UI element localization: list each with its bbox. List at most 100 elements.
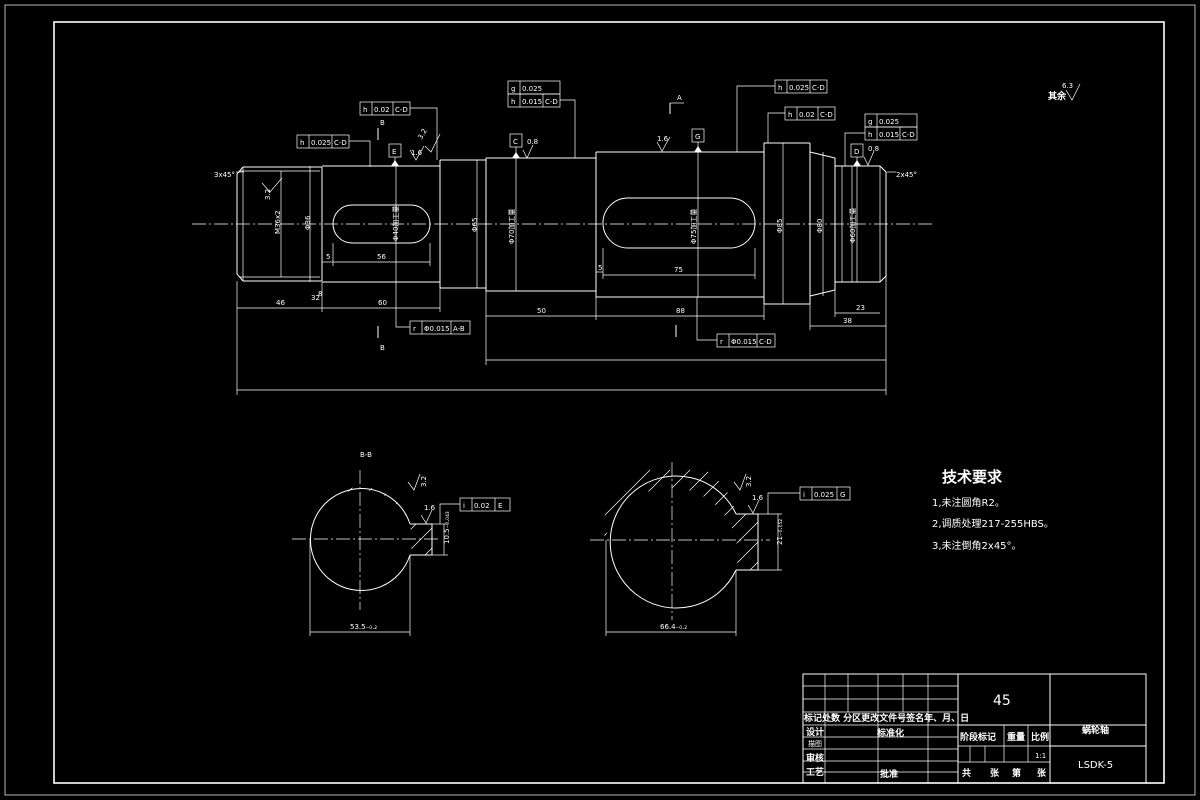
chamfer-left: 3x45° bbox=[214, 171, 244, 179]
svg-text:r: r bbox=[720, 338, 723, 346]
svg-text:32: 32 bbox=[311, 294, 320, 302]
svg-text:G: G bbox=[695, 133, 700, 141]
svg-text:Φ40加工量: Φ40加工量 bbox=[391, 206, 400, 241]
svg-text:标记处数 分区更改文件号签名年、月、日: 标记处数 分区更改文件号签名年、月、日 bbox=[803, 712, 969, 724]
svg-text:3.2: 3.2 bbox=[416, 127, 428, 141]
chamfer-right: 2x45° bbox=[887, 171, 917, 179]
gdt-frame-1: h 0.025 C-D bbox=[296, 134, 371, 167]
svg-text:0.02: 0.02 bbox=[374, 106, 390, 114]
svg-text:Φ60加工量: Φ60加工量 bbox=[848, 208, 857, 243]
datum-g: G bbox=[691, 128, 705, 152]
technical-requirements: 技术要求 1,未注圆角R2。 2,调质处理217-255HBS。 3,未注倒角2… bbox=[932, 468, 1054, 552]
svg-text:C-D: C-D bbox=[395, 106, 408, 114]
svg-text:重量: 重量 bbox=[1007, 731, 1025, 743]
svg-text:i: i bbox=[463, 502, 465, 510]
svg-text:3,未注倒角2x45°。: 3,未注倒角2x45°。 bbox=[932, 539, 1022, 552]
svg-text:C-D: C-D bbox=[545, 98, 558, 106]
svg-text:比例: 比例 bbox=[1031, 731, 1049, 743]
svg-text:工艺: 工艺 bbox=[806, 766, 824, 778]
svg-text:Φ36: Φ36 bbox=[304, 215, 312, 230]
svg-text:1.6: 1.6 bbox=[752, 494, 764, 502]
svg-text:45: 45 bbox=[993, 693, 1011, 709]
svg-text:蜗轮轴: 蜗轮轴 bbox=[1082, 724, 1109, 736]
section-view-aa: 66.4₋₀.₂ 21₋₀.₀₅₂ 3.2 1.6 i 0.025 G bbox=[590, 462, 851, 636]
svg-text:56: 56 bbox=[377, 253, 386, 261]
svg-text:Φ0.015: Φ0.015 bbox=[424, 325, 450, 333]
svg-text:Φ70加工量: Φ70加工量 bbox=[507, 209, 516, 244]
svg-text:0.025: 0.025 bbox=[311, 139, 331, 147]
section-b-marker: B B bbox=[377, 119, 385, 352]
svg-text:0.02: 0.02 bbox=[799, 111, 815, 119]
section-a-marker: A bbox=[669, 94, 684, 337]
svg-text:60: 60 bbox=[378, 299, 387, 307]
svg-text:Φ80: Φ80 bbox=[816, 219, 824, 233]
gdt-frame-9: r Φ0.015 A-B bbox=[395, 282, 471, 335]
svg-text:46: 46 bbox=[276, 299, 285, 307]
section-view-bb: B-B 53.5₋₀ bbox=[292, 451, 511, 636]
datum-d: D bbox=[850, 143, 864, 166]
svg-text:第: 第 bbox=[1012, 767, 1021, 779]
svg-text:B-B: B-B bbox=[360, 451, 372, 459]
svg-text:C: C bbox=[513, 138, 518, 146]
svg-text:其余: 其余 bbox=[1048, 90, 1067, 102]
svg-text:技术要求: 技术要求 bbox=[942, 468, 1003, 486]
gdt-frame-7: g 0.025 bbox=[864, 113, 918, 128]
svg-text:h: h bbox=[363, 106, 367, 114]
svg-text:0.015: 0.015 bbox=[879, 131, 899, 139]
svg-text:g: g bbox=[511, 85, 515, 93]
datum-e: E bbox=[388, 143, 402, 166]
svg-text:0.015: 0.015 bbox=[522, 98, 542, 106]
svg-text:5: 5 bbox=[326, 253, 330, 261]
svg-text:C-D: C-D bbox=[820, 111, 833, 119]
svg-text:1,未注圆角R2。: 1,未注圆角R2。 bbox=[932, 496, 1005, 509]
svg-text:0.025: 0.025 bbox=[789, 84, 809, 92]
svg-text:M36x2: M36x2 bbox=[274, 210, 282, 234]
gdt-frame-10: r Φ0.015 C-D bbox=[696, 297, 776, 348]
svg-text:h: h bbox=[511, 98, 515, 106]
svg-text:5: 5 bbox=[598, 264, 602, 272]
svg-text:审核: 审核 bbox=[806, 752, 824, 764]
svg-text:标准化: 标准化 bbox=[876, 727, 904, 739]
svg-text:A-B: A-B bbox=[453, 325, 465, 333]
svg-text:E: E bbox=[498, 502, 502, 510]
gdt-frame-2: h 0.02 C-D bbox=[359, 101, 438, 160]
svg-text:23: 23 bbox=[856, 304, 865, 312]
svg-text:Φ65: Φ65 bbox=[471, 218, 479, 232]
svg-text:0.025: 0.025 bbox=[522, 85, 542, 93]
inner-frame bbox=[53, 21, 1165, 784]
outer-border bbox=[4, 4, 1196, 796]
gdt-frame-8: h 0.015 C-D bbox=[844, 126, 918, 166]
svg-text:66.4₋₀.₂: 66.4₋₀.₂ bbox=[660, 623, 687, 631]
datum-c: C bbox=[509, 133, 523, 158]
svg-text:21₋₀.₀₅₂: 21₋₀.₀₅₂ bbox=[776, 519, 784, 545]
svg-text:A: A bbox=[677, 94, 682, 102]
svg-text:G: G bbox=[840, 491, 845, 499]
svg-text:r: r bbox=[413, 325, 416, 333]
svg-text:D: D bbox=[854, 148, 859, 156]
svg-text:3.2: 3.2 bbox=[745, 476, 753, 487]
shaft-main-view bbox=[192, 142, 935, 305]
svg-text:1.6: 1.6 bbox=[411, 149, 423, 157]
svg-text:0.02: 0.02 bbox=[474, 502, 490, 510]
svg-text:10.5₋₀.₀₄₃: 10.5₋₀.₀₄₃ bbox=[443, 511, 451, 544]
svg-text:0.025: 0.025 bbox=[879, 118, 899, 126]
svg-text:0.025: 0.025 bbox=[814, 491, 834, 499]
svg-text:1.6: 1.6 bbox=[424, 504, 436, 512]
svg-text:Φ85: Φ85 bbox=[776, 219, 784, 233]
svg-text:1.6: 1.6 bbox=[657, 135, 669, 143]
svg-text:LSDK-5: LSDK-5 bbox=[1078, 760, 1113, 771]
svg-text:描图: 描图 bbox=[808, 739, 822, 748]
svg-text:C-D: C-D bbox=[812, 84, 825, 92]
svg-text:1:1: 1:1 bbox=[1035, 752, 1046, 760]
svg-text:53.5₋₀.₂: 53.5₋₀.₂ bbox=[350, 623, 377, 631]
length-dimensions: 5 56 5 75 46 8 60 50 88 23 38 bbox=[236, 243, 887, 395]
svg-text:设计: 设计 bbox=[806, 726, 824, 738]
diameter-labels: M36x2 Φ36 Φ40加工量 Φ65 Φ70加工量 Φ75加工量 Φ85 Φ… bbox=[274, 143, 858, 304]
svg-text:B: B bbox=[380, 119, 385, 127]
gdt-frame-4: h 0.015 C-D bbox=[507, 93, 576, 158]
svg-text:张: 张 bbox=[990, 767, 1000, 779]
svg-text:C-D: C-D bbox=[902, 131, 915, 139]
gdt-frame-5: h 0.025 C-D bbox=[736, 79, 828, 152]
svg-text:Φ0.015: Φ0.015 bbox=[731, 338, 757, 346]
gdt-frame-6: h 0.02 C-D bbox=[767, 106, 836, 143]
